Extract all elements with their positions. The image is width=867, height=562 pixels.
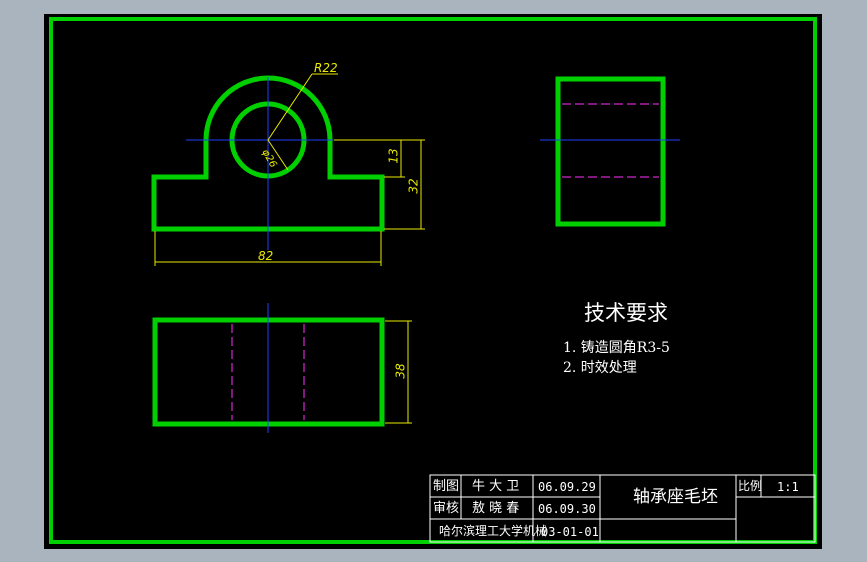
drawn-label: 制图 [433, 479, 460, 494]
depth-label: 38 [393, 363, 408, 379]
side-view [540, 76, 680, 227]
tech-req-item-1: 1. 铸造圆角R3-5 [563, 340, 670, 356]
school-name: 哈尔滨理工大学机械 [439, 524, 548, 538]
radius-leader [267, 73, 313, 141]
total-height-label: 32 [406, 178, 421, 194]
scale-label: 比例 [738, 479, 763, 493]
title-block [429, 474, 816, 543]
front-view [151, 73, 425, 266]
radius-label: R22 [314, 61, 338, 75]
check-date: 06.09.30 [538, 502, 596, 516]
part-name: 轴承座毛坯 [633, 487, 718, 507]
scale-value: 1:1 [777, 480, 799, 494]
drawing-sheet [44, 14, 822, 549]
side-outline [555, 76, 666, 227]
drawing-number: 03-01-01 [541, 525, 599, 539]
drawn-by: 牛 大 卫 [472, 479, 520, 494]
drawing-border [49, 17, 817, 544]
base-height-label: 13 [386, 148, 401, 164]
tech-req-title: 技术要求 [584, 301, 668, 325]
check-label: 审核 [433, 501, 460, 516]
top-view [152, 303, 412, 433]
front-outline [151, 75, 385, 232]
checked-by: 敖 晓 春 [472, 501, 520, 516]
width-label: 82 [258, 249, 274, 263]
tech-req-item-2: 2. 时效处理 [563, 360, 637, 376]
drawn-date: 06.09.29 [538, 480, 596, 494]
diameter-leader [267, 139, 289, 171]
